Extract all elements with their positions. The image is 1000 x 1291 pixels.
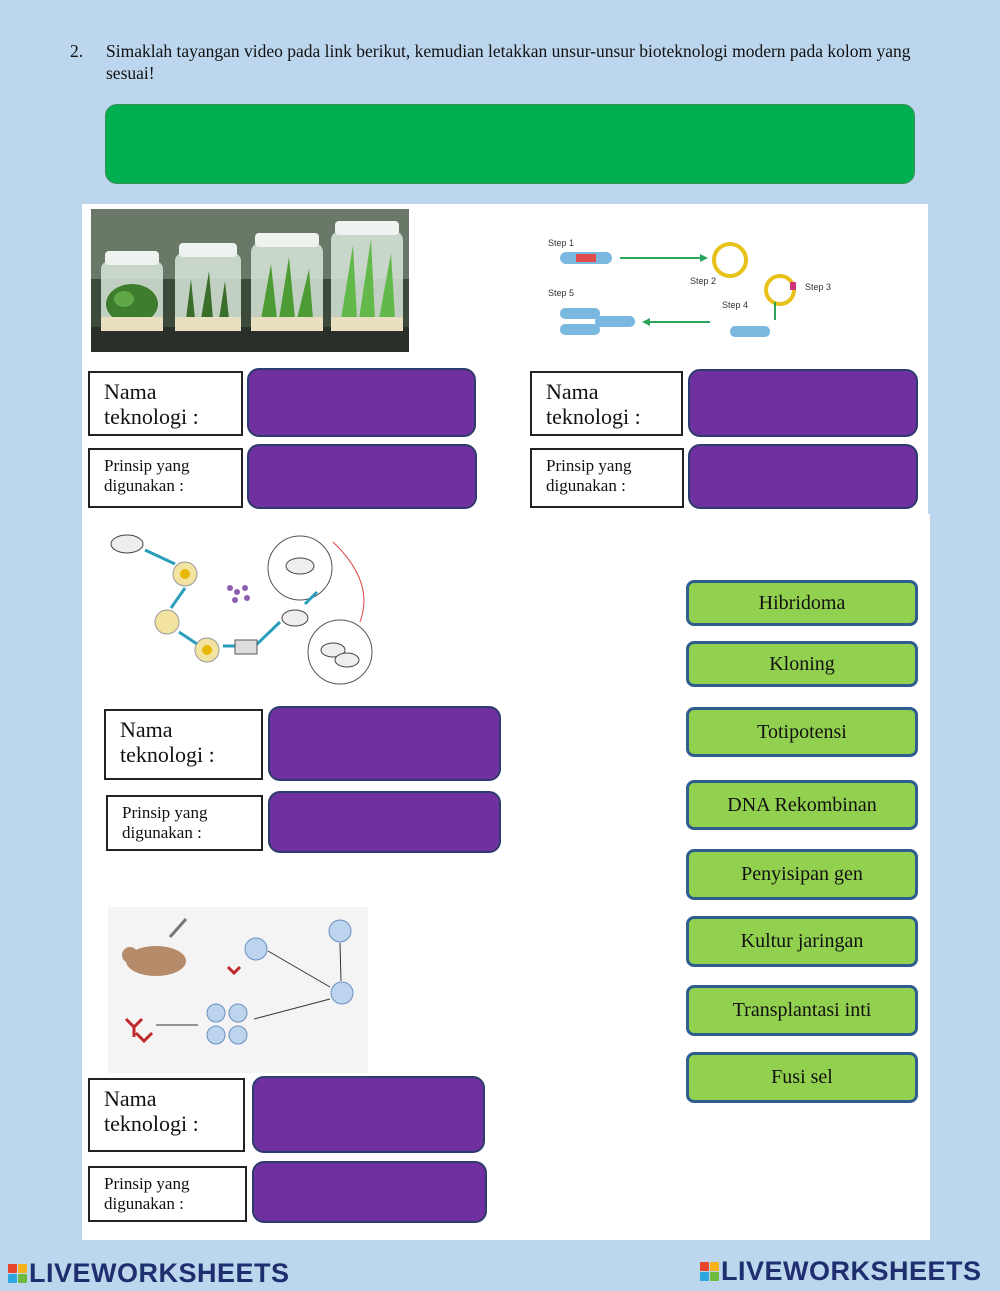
- section-4-name-label: Nama teknologi :: [88, 1078, 245, 1152]
- liveworksheets-logo-right[interactable]: LIVEWORKSHEETS: [700, 1256, 982, 1287]
- step-3-label: Step 3: [805, 282, 831, 292]
- section-1-principle-dropzone[interactable]: [247, 444, 477, 509]
- choice-label: Fusi sel: [771, 1066, 833, 1088]
- section-2-name-dropzone[interactable]: [688, 369, 918, 437]
- section-4-principle-dropzone[interactable]: [252, 1161, 487, 1223]
- section-2-principle-dropzone[interactable]: [688, 444, 918, 509]
- section-1-name-label: Nama teknologi :: [88, 371, 243, 436]
- section-3-principle-dropzone[interactable]: [268, 791, 501, 853]
- section-2-name-label: Nama teknologi :: [530, 371, 683, 436]
- choice-hibridoma[interactable]: Hibridoma: [686, 580, 918, 626]
- liveworksheets-icon: [700, 1262, 719, 1281]
- section-3-name-dropzone[interactable]: [268, 706, 501, 781]
- liveworksheets-icon: [8, 1264, 27, 1283]
- step-4-label: Step 4: [722, 300, 748, 310]
- choice-dna-rekombinan[interactable]: DNA Rekombinan: [686, 780, 918, 830]
- section-3-name-label: Nama teknologi :: [104, 709, 263, 780]
- hybridoma-image: [108, 907, 368, 1073]
- question-text: Simaklah tayangan video pada link beriku…: [106, 41, 911, 83]
- cloning-image: [105, 522, 385, 687]
- section-1-name-dropzone[interactable]: [247, 368, 476, 437]
- section-4-name-dropzone[interactable]: [252, 1076, 485, 1153]
- section-3-principle-label: Prinsip yang digunakan :: [106, 795, 263, 851]
- logo-text: LIVEWORKSHEETS: [721, 1256, 982, 1286]
- choice-label: Kloning: [769, 652, 835, 675]
- choice-transplantasi-inti[interactable]: Transplantasi inti: [686, 985, 918, 1036]
- choice-penyisipan-gen[interactable]: Penyisipan gen: [686, 849, 918, 900]
- choice-kloning[interactable]: Kloning: [686, 641, 918, 687]
- liveworksheets-logo-left[interactable]: LIVEWORKSHEETS: [8, 1258, 290, 1289]
- section-1-principle-label: Prinsip yang digunakan :: [88, 448, 243, 508]
- section-2-principle-label: Prinsip yang digunakan :: [530, 448, 684, 508]
- section-4-principle-label: Prinsip yang digunakan :: [88, 1166, 247, 1222]
- tissue-culture-image: [91, 209, 409, 352]
- choice-fusi-sel[interactable]: Fusi sel: [686, 1052, 918, 1103]
- choice-label: Transplantasi inti: [732, 999, 872, 1021]
- logo-text: LIVEWORKSHEETS: [29, 1258, 290, 1288]
- step-2-label: Step 2: [690, 276, 716, 286]
- choice-kultur-jaringan[interactable]: Kultur jaringan: [686, 916, 918, 967]
- step-1-label: Step 1: [548, 238, 574, 248]
- choice-label: DNA Rekombinan: [727, 793, 877, 816]
- step-5-label: Step 5: [548, 288, 574, 298]
- question-number: 2.: [70, 41, 84, 61]
- recombinant-dna-image: Step 1 Step 2 Step 3 Step 4 Step 5: [540, 232, 870, 347]
- choice-label: Totipotensi: [757, 720, 847, 743]
- choice-totipotensi[interactable]: Totipotensi: [686, 707, 918, 757]
- choice-label: Kultur jaringan: [740, 930, 864, 952]
- choice-label: Hibridoma: [758, 591, 846, 614]
- choice-label: Penyisipan gen: [741, 863, 863, 885]
- video-link-bar[interactable]: [105, 104, 915, 184]
